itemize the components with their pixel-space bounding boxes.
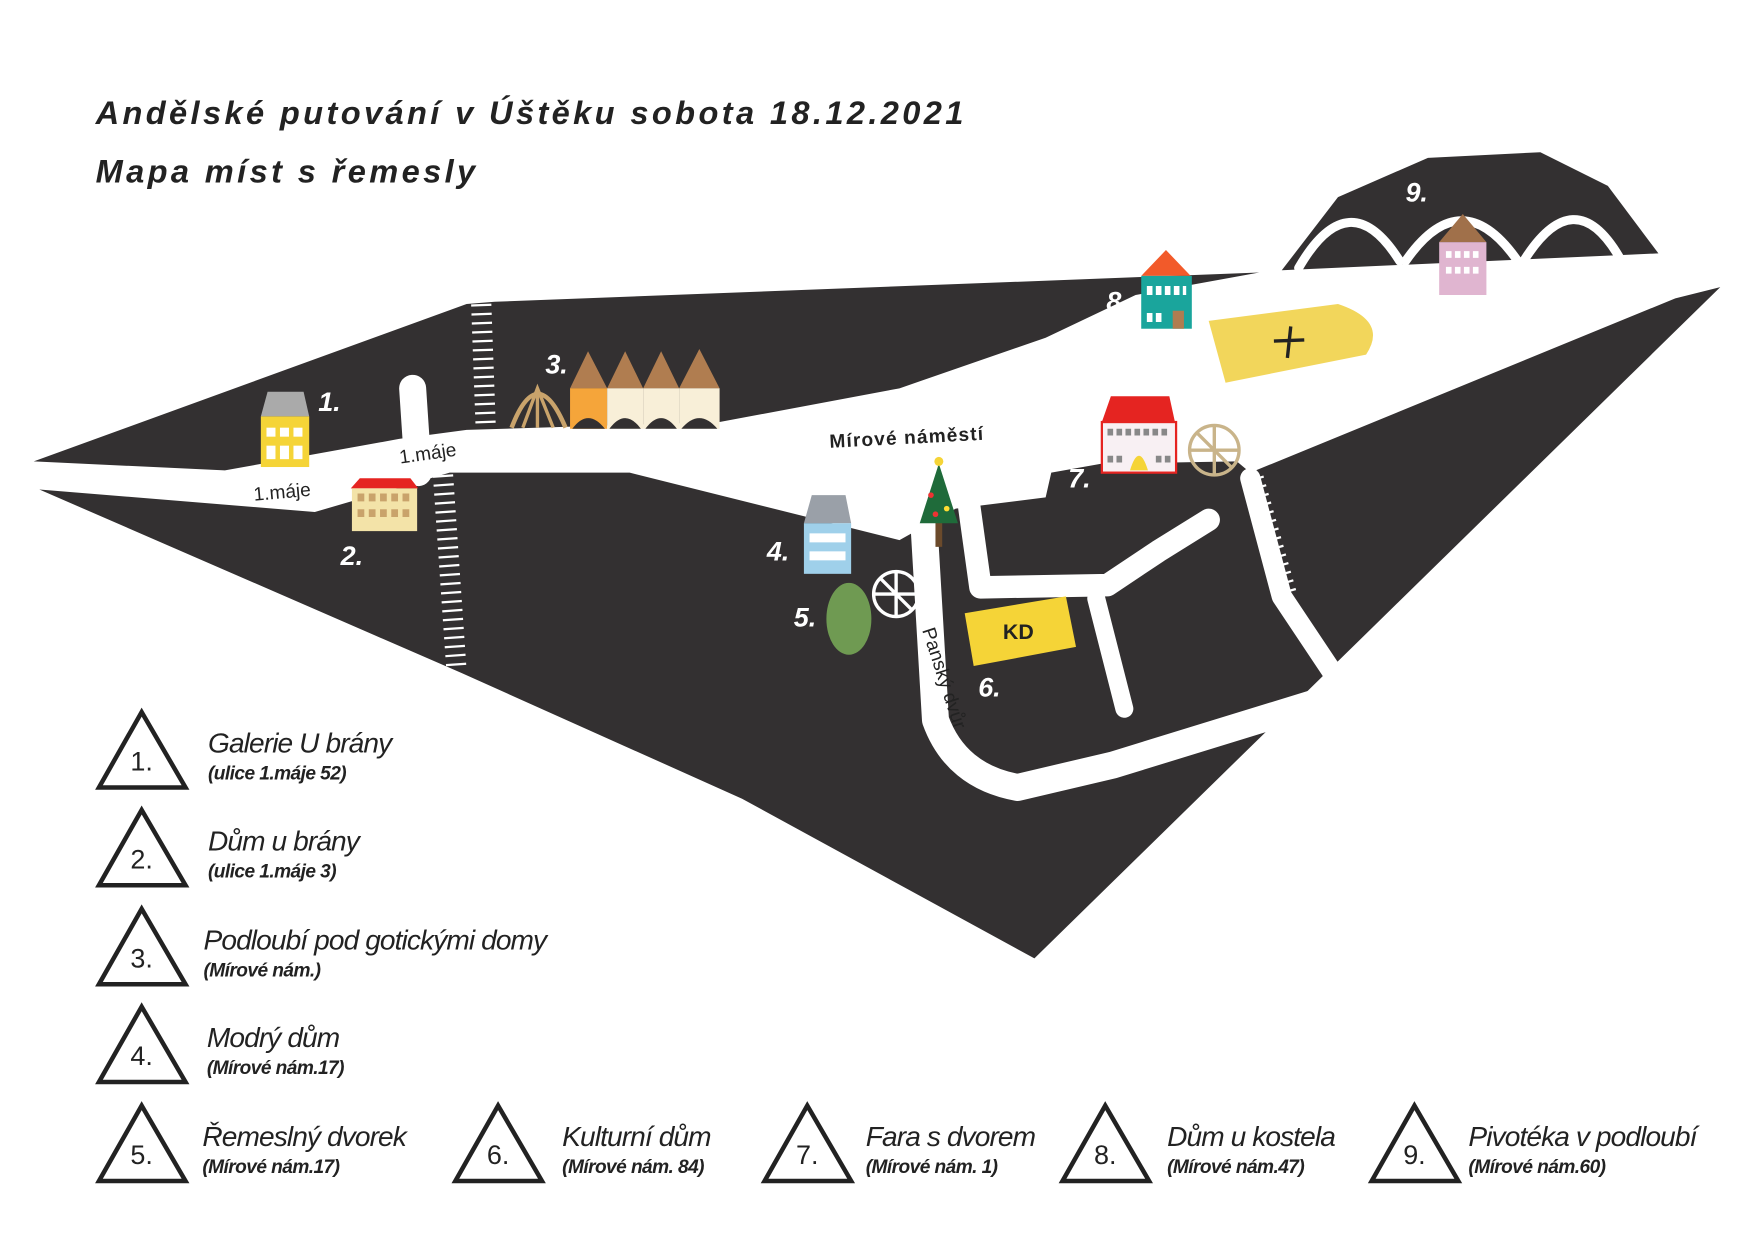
building-9-icon [1439,214,1487,295]
marker-5: 5. [794,603,817,633]
legend-item: 4. Modrý dům (Mírové nám.17) [95,1002,345,1085]
legend-address: (Mírové nám. 84) [562,1157,704,1178]
road-inner-2 [1087,589,1134,718]
building-2-icon [350,478,419,532]
christmas-tree-icon [919,456,958,547]
legend-item: 9. Pivotéka v podloubí (Mírové nám.60) [1367,1101,1702,1184]
legend-triangle-icon [95,707,190,790]
legend-address: (Mírové nám.17) [207,1058,344,1079]
building-8-icon [1141,250,1192,329]
building-1-icon [260,391,310,468]
legend-triangle-icon [95,904,190,987]
legend-triangle-icon [760,1101,856,1184]
map-markers: 1. 2. 3. 4. 5. 6. 7. 8. 9. [318,178,1428,703]
legend-number: 2. [130,844,153,874]
roads [399,215,1624,801]
building-3-icon [509,348,720,429]
legend-name: Modrý dům [207,1022,340,1053]
legend-number: 8. [1094,1140,1117,1170]
legend-name: Galerie U brány [208,728,394,759]
legend-item: 1. Galerie U brány (ulice 1.máje 52) [95,707,395,790]
city-blocks [33,152,1721,959]
legend-name: Pivotéka v podloubí [1468,1121,1700,1152]
legend-item: 3. Podloubí pod gotickými domy (Mírové nám… [95,904,550,987]
legend-triangle-icon [1058,1101,1154,1184]
legend-address: (ulice 1.máje 52) [208,764,346,785]
crosswalks [432,303,1298,672]
northeast-block [1281,152,1659,271]
courtyard-wheel-icon [871,569,921,619]
building-7-icon [1100,396,1178,474]
legend-address: (Mírové nám. 1) [866,1157,998,1178]
legend-item: 6. Kulturní dům (Mírové nám. 84) [451,1101,712,1184]
marker-1: 1. [318,387,341,417]
legend-number: 3. [130,943,153,973]
legend-triangle-icon [1367,1101,1463,1184]
legend: 1. Galerie U brány (ulice 1.máje 52) 2. Dům … [95,707,1702,1184]
legend-number: 7. [796,1140,819,1170]
legend-name: Podloubí pod gotickými domy [204,924,550,955]
legend-address: (Mírové nám.47) [1167,1157,1304,1178]
legend-triangle-icon [95,1002,190,1085]
legend-number: 4. [130,1041,153,1071]
marker-7: 7. [1068,463,1091,493]
street-label-1-maje: 1.máje [253,480,312,506]
legend-triangle-icon [451,1101,546,1184]
legend-number: 1. [130,747,153,777]
legend-item: 5. Řemeslný dvorek (Mírové nám.17) [95,1101,410,1184]
legend-item: 8. Dům u kostela (Mírové nám.47) [1058,1101,1336,1184]
legend-name: Řemeslný dvorek [202,1121,408,1152]
legend-address: (Mírové nám.) [204,960,321,981]
kd-label: KD [1003,620,1034,644]
street-label-mirove-namesti: Mírové náměstí [829,424,985,453]
map-title: Andělské putování v Úštěku sobota 18.12.… [95,94,967,131]
legend-number: 6. [487,1140,510,1170]
marker-8: 8. [1106,287,1129,317]
marker-3: 3. [545,350,568,380]
marker-4: 4. [766,536,790,566]
legend-address: (Mírové nám.60) [1468,1157,1605,1178]
legend-name: Dům u brány [208,825,362,856]
road-pansky-dvur [910,515,1346,801]
building-4-icon [803,495,852,574]
legend-name: Fara s dvorem [866,1121,1036,1152]
garden-icon [826,582,872,655]
upper-block [33,272,1260,471]
legend-item: 2. Dům u brány (ulice 1.máje 3) [95,805,363,888]
road-east [1240,468,1349,691]
legend-address: (Mírové nám.17) [202,1157,339,1178]
cross-icon [1273,326,1305,359]
marker-2: 2. [340,541,364,571]
legend-number: 9. [1403,1140,1426,1170]
kd-building [964,596,1077,667]
fara-wheel-icon [1187,423,1241,477]
marker-9: 9. [1405,178,1427,208]
road-inner [957,495,1220,599]
legend-number: 5. [130,1140,153,1170]
legend-name: Dům u kostela [1167,1121,1335,1152]
marker-6: 6. [978,672,1001,702]
legend-name: Kulturní dům [562,1121,711,1152]
church-icon [1208,303,1374,383]
legend-triangle-icon [95,805,190,888]
road-gate [399,374,432,487]
map-subtitle: Mapa míst s řemesly [96,153,479,190]
legend-address: (ulice 1.máje 3) [208,861,336,882]
lower-block [39,287,1721,959]
legend-triangle-icon [95,1101,190,1184]
legend-item: 7. Fara s dvorem (Mírové nám. 1) [760,1101,1037,1184]
